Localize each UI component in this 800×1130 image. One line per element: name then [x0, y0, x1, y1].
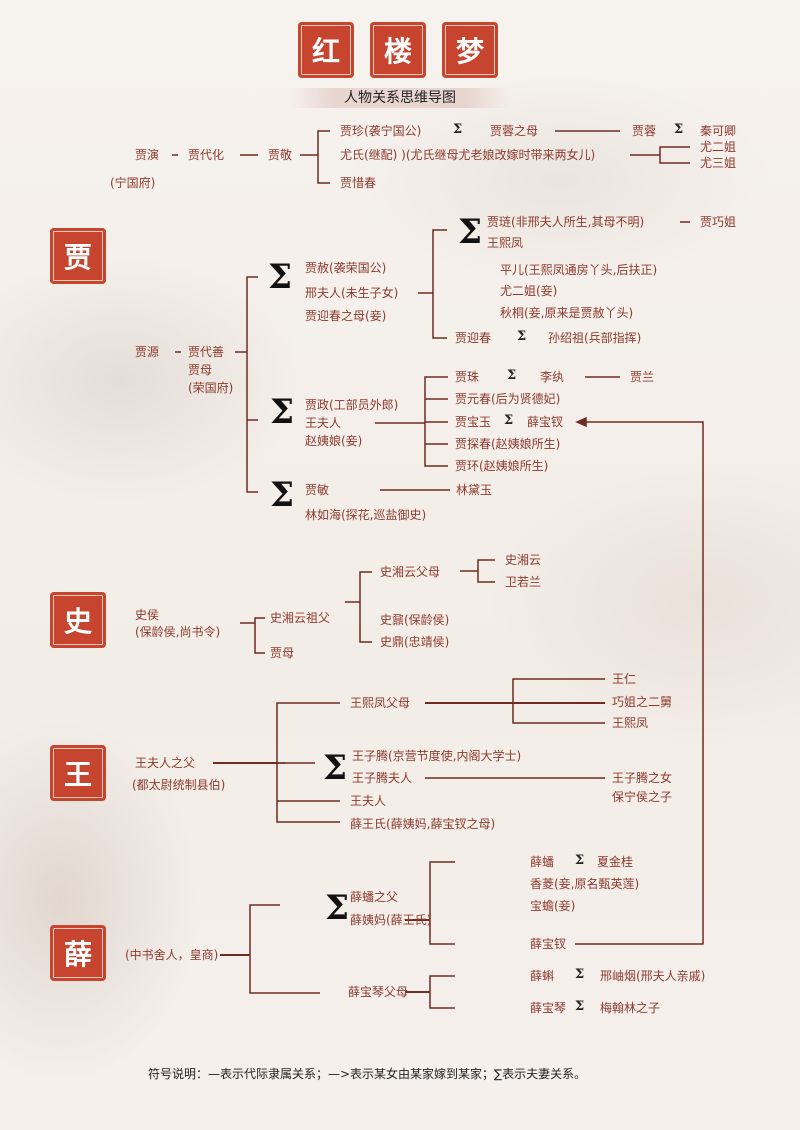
person-shiding: 史鼎(忠靖侯)	[380, 635, 450, 649]
family-seal-xue: 薛	[50, 925, 106, 981]
shihou-title: (保龄侯,尚书令)	[135, 625, 221, 639]
sigma-symbol: Σ	[270, 475, 295, 515]
person-sunshaozu: 孙绍祖(兵部指挥)	[548, 331, 642, 345]
person-baochai: 薛宝钗	[527, 415, 564, 429]
person-jiazheng: 贾政(工部员外郎)	[305, 398, 399, 412]
person-jiayan: 贾演	[135, 148, 160, 162]
person-baochai-xue: 薛宝钗	[530, 937, 567, 951]
sigma-symbol: Σ	[504, 413, 514, 428]
person-baoqin: 薛宝琴	[530, 1001, 567, 1015]
subtitle: 人物关系思维导图	[290, 88, 510, 108]
title-char: 红	[298, 22, 354, 78]
person-xueyima: 薛姨妈(薛王氏)	[350, 913, 432, 927]
family-seal-jia: 贾	[50, 228, 106, 284]
person-xuepan-father: 薛蟠之父	[350, 890, 399, 904]
title-char: 梦	[442, 22, 498, 78]
sigma-symbol: Σ	[674, 122, 684, 137]
person-xiangling: 香菱(妾,原名甄英莲)	[530, 877, 640, 891]
house-rongguo: (荣国府)	[188, 381, 234, 395]
sigma-symbol: Σ	[270, 392, 295, 432]
sigma-symbol: Σ	[323, 748, 348, 788]
family-seal-shi: 史	[50, 592, 106, 648]
person-jiamu-shi: 贾母	[270, 646, 295, 660]
person-jiadaishan: 贾代善	[188, 345, 225, 359]
person-xiangyun: 史湘云	[505, 553, 542, 567]
person-jiayuan: 贾源	[135, 345, 160, 359]
person-jiamu: 贾母	[188, 363, 213, 377]
person-zhaoyiniang: 赵姨娘(妾)	[305, 434, 363, 448]
sigma-symbol: Σ	[458, 212, 483, 252]
person-jiaxichun: 贾惜春	[340, 176, 377, 190]
person-tanchun: 贾探春(赵姨娘所生)	[455, 437, 561, 451]
person-you3: 尤三姐	[700, 156, 737, 170]
person-jiarong: 贾蓉	[632, 124, 657, 138]
person-meihanlin-son: 梅翰林之子	[600, 1001, 661, 1015]
person-youshi: 尤氏(继配) )(尤氏继母尤老娘改嫁时带来两女儿)	[340, 148, 596, 162]
person-jiashe: 贾赦(袭荣国公)	[305, 261, 387, 275]
person-liwan: 李纨	[540, 370, 565, 384]
sigma-symbol: Σ	[575, 967, 585, 982]
person-jiazhu: 贾珠	[455, 370, 480, 384]
person-jiahuan: 贾环(赵姨娘所生)	[455, 459, 549, 473]
person-baoninghou-son: 保宁侯之子	[612, 790, 673, 804]
person-xifeng-parents: 王熙凤父母	[350, 696, 411, 710]
person-jialian: 贾琏(非邢夫人所生,其母不明)	[487, 215, 645, 229]
person-xiajingui: 夏金桂	[597, 855, 634, 869]
person-wangfuren-father: 王夫人之父	[135, 756, 196, 770]
sigma-symbol: Σ	[517, 329, 527, 344]
person-xiangyun-grandfather: 史湘云祖父	[270, 611, 331, 625]
person-xingfuren: 邢夫人(未生子女)	[305, 286, 399, 300]
person-qiutong: 秋桐(妾,原来是贾赦丫头)	[500, 306, 634, 320]
person-xingxiuyan: 邢岫烟(邢夫人亲戚)	[600, 969, 706, 983]
person-baoyu: 贾宝玉	[455, 415, 492, 429]
person-jiarong-mother: 贾蓉之母	[490, 124, 539, 138]
person-yingchun-mother: 贾迎春之母(妾)	[305, 309, 387, 323]
person-wangren: 王仁	[612, 672, 637, 686]
person-xiangyun-parents: 史湘云父母	[380, 565, 441, 579]
person-shihou: 史侯	[135, 608, 160, 622]
person-wangfuren: 王夫人	[305, 416, 342, 430]
house-ningguo: (宁国府)	[110, 176, 156, 190]
person-you2: 尤二姐	[700, 140, 737, 154]
person-ziteng-daughter: 王子腾之女	[612, 771, 673, 785]
person-xueke: 薛蝌	[530, 969, 555, 983]
person-ziteng-wife: 王子腾夫人	[352, 771, 413, 785]
person-xuewangshi: 薛王氏(薛姨妈,薛宝钗之母)	[350, 817, 496, 831]
xue-title: (中书舍人，皇商)	[125, 948, 219, 962]
person-xuepan: 薛蟠	[530, 855, 555, 869]
person-linruhai: 林如海(探花,巡盐御史)	[305, 508, 427, 522]
person-you2-concubine: 尤二姐(妾)	[500, 284, 558, 298]
person-jiajing: 贾敬	[268, 148, 293, 162]
person-qiaojie: 贾巧姐	[700, 215, 737, 229]
sigma-symbol: Σ	[575, 853, 585, 868]
person-weiruolan: 卫若兰	[505, 575, 542, 589]
person-ziteng: 王子腾(京营节度使,内阁大学士)	[352, 749, 522, 763]
person-jiadaihua: 贾代化	[188, 148, 225, 162]
person-wangxifeng: 王熙凤	[487, 236, 524, 250]
person-jiamin: 贾敏	[305, 483, 330, 497]
person-wangfuren-wang: 王夫人	[350, 794, 387, 808]
sigma-symbol: Σ	[325, 888, 350, 928]
person-jiazhen: 贾珍(袭宁国公)	[340, 124, 422, 138]
person-shinai: 史鼐(保龄侯)	[380, 613, 450, 627]
sigma-symbol: Σ	[575, 999, 585, 1014]
person-daiyu: 林黛玉	[456, 483, 493, 497]
person-baoqin-parents: 薛宝琴父母	[348, 985, 409, 999]
sigma-symbol: Σ	[507, 368, 517, 383]
person-yuanchun: 贾元春(后为贤德妃)	[455, 392, 561, 406]
person-qiaojie-uncle: 巧姐之二舅	[612, 695, 673, 709]
family-seal-wang: 王	[50, 745, 106, 801]
person-baochan: 宝蟾(妾)	[530, 899, 576, 913]
person-jialan: 贾兰	[630, 370, 655, 384]
person-xifeng-wang: 王熙凤	[612, 716, 649, 730]
person-yingchun: 贾迎春	[455, 331, 492, 345]
person-qinkeqing: 秦可卿	[700, 124, 737, 138]
sigma-symbol: Σ	[268, 257, 293, 297]
title-char: 楼	[370, 22, 426, 78]
person-pinger: 平儿(王熙凤通房丫头,后扶正)	[500, 263, 658, 277]
father-title: (都太尉统制县伯)	[132, 778, 226, 792]
sigma-symbol: Σ	[453, 122, 463, 137]
symbol-legend: 符号说明：—表示代际隶属关系；—>表示某女由某家嫁到某家；∑表示夫妻关系。	[148, 1067, 587, 1081]
